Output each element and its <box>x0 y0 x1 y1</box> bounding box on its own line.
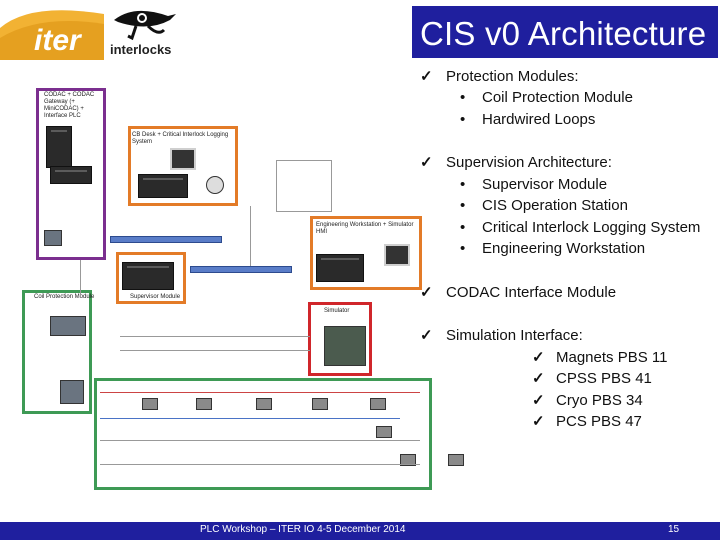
hardwired-loops-frame <box>94 378 432 490</box>
checkmark-icon: ✓ <box>420 68 433 85</box>
bullet-dot-icon: • <box>460 176 466 193</box>
checkmark-icon: ✓ <box>532 392 545 409</box>
iter-logo-text: iter <box>34 24 81 57</box>
supervisor-frame <box>116 252 186 304</box>
bullet-cryo: ✓Cryo PBS 34 <box>532 390 643 412</box>
bullet-dot-icon: • <box>460 240 466 257</box>
coil-plc-2 <box>60 380 84 404</box>
network-bus-1 <box>110 236 222 243</box>
eye-of-horus-icon <box>114 10 176 41</box>
loop-line-3 <box>100 440 420 441</box>
bullet-critical-logging: •Critical Interlock Logging System <box>460 217 700 239</box>
iter-logo: iter <box>0 0 104 60</box>
loop-line-1 <box>100 392 420 393</box>
codac-label: CODAC + CODAC Gateway (+ MiniCODAC) + In… <box>44 92 95 119</box>
codac-gateway <box>50 166 92 184</box>
engineering-monitor <box>384 244 410 266</box>
engineering-rack <box>316 254 364 282</box>
codac-frame <box>36 88 106 260</box>
cb-desk-label: CB Desk + Critical Interlock Logging Sys… <box>132 132 229 145</box>
loop-module-1 <box>142 398 158 410</box>
loop-module-8 <box>448 454 464 466</box>
coil-plc-1 <box>50 316 86 336</box>
cb-desk-frame <box>128 126 238 206</box>
checkmark-icon: ✓ <box>420 154 433 171</box>
supervisor-label: Supervisor Module <box>130 294 181 300</box>
loop-module-2 <box>196 398 212 410</box>
checkmark-icon: ✓ <box>420 327 433 344</box>
engineering-label: Engineering Workstation + Simulator HMI <box>316 222 414 235</box>
bullet-simulation-interface: ✓Simulation Interface: <box>420 325 583 347</box>
codac-server <box>46 126 72 168</box>
interface-plc <box>44 230 62 246</box>
loop-line-6 <box>120 350 310 351</box>
loop-module-7 <box>400 454 416 466</box>
bullet-pcs: ✓PCS PBS 47 <box>532 411 642 433</box>
bullet-dot-icon: • <box>460 111 466 128</box>
bullet-magnets: ✓Magnets PBS 11 <box>532 347 667 369</box>
vertical-link-1 <box>80 260 81 296</box>
legend-box <box>276 160 332 212</box>
footer-text: PLC Workshop – ITER IO 4-5 December 2014 <box>200 524 406 535</box>
loop-module-4 <box>312 398 328 410</box>
cb-desk-server <box>138 174 188 198</box>
simulator-plc <box>324 326 366 366</box>
loop-line-2 <box>100 418 400 419</box>
coil-protection-label: Coil Protection Module <box>34 294 95 300</box>
bullet-dot-icon: • <box>460 197 466 214</box>
page-number: 15 <box>668 524 680 535</box>
loop-module-5 <box>370 398 386 410</box>
vertical-link-2 <box>250 206 251 266</box>
interlocks-logo-text: interlocks <box>110 42 172 57</box>
bullet-protection-modules: ✓Protection Modules: <box>420 66 579 88</box>
checkmark-icon: ✓ <box>532 349 545 366</box>
checkmark-icon: ✓ <box>420 284 433 301</box>
bullet-engineering-workstation: •Engineering Workstation <box>460 238 645 260</box>
bullet-cis-operation-station: •CIS Operation Station <box>460 195 628 217</box>
bullet-dot-icon: • <box>460 219 466 236</box>
simulator-label: Simulator <box>324 308 350 314</box>
loop-line-4 <box>100 464 420 465</box>
simulator-frame <box>308 302 372 376</box>
loop-module-3 <box>256 398 272 410</box>
bullet-dot-icon: • <box>460 89 466 106</box>
supervisor-rack <box>122 262 174 290</box>
coil-protection-frame <box>22 290 92 414</box>
bullet-hardwired-loops: •Hardwired Loops <box>460 109 595 131</box>
bullet-coil-protection: •Coil Protection Module <box>460 87 633 109</box>
checkmark-icon: ✓ <box>532 370 545 387</box>
footer-bar: PLC Workshop – ITER IO 4-5 December 2014… <box>0 522 720 540</box>
loop-module-6 <box>376 426 392 438</box>
loop-line-5 <box>120 336 310 337</box>
title-banner: CIS v0 Architecture <box>412 6 718 58</box>
bullet-cpss: ✓CPSS PBS 41 <box>532 368 652 390</box>
bullet-codac-interface: ✓CODAC Interface Module <box>420 282 616 304</box>
engineering-frame <box>310 216 422 290</box>
network-bus-2 <box>190 266 292 273</box>
bullet-supervision-architecture: ✓Supervision Architecture: <box>420 152 612 174</box>
logging-disk <box>206 176 224 194</box>
architecture-diagram: CODAC + CODAC Gateway (+ MiniCODAC) + In… <box>20 80 464 500</box>
bullet-supervisor-module: •Supervisor Module <box>460 174 607 196</box>
cb-desk-monitor <box>170 148 196 170</box>
checkmark-icon: ✓ <box>532 413 545 430</box>
interlocks-logo: interlocks <box>108 6 182 60</box>
page-title: CIS v0 Architecture <box>420 15 707 52</box>
